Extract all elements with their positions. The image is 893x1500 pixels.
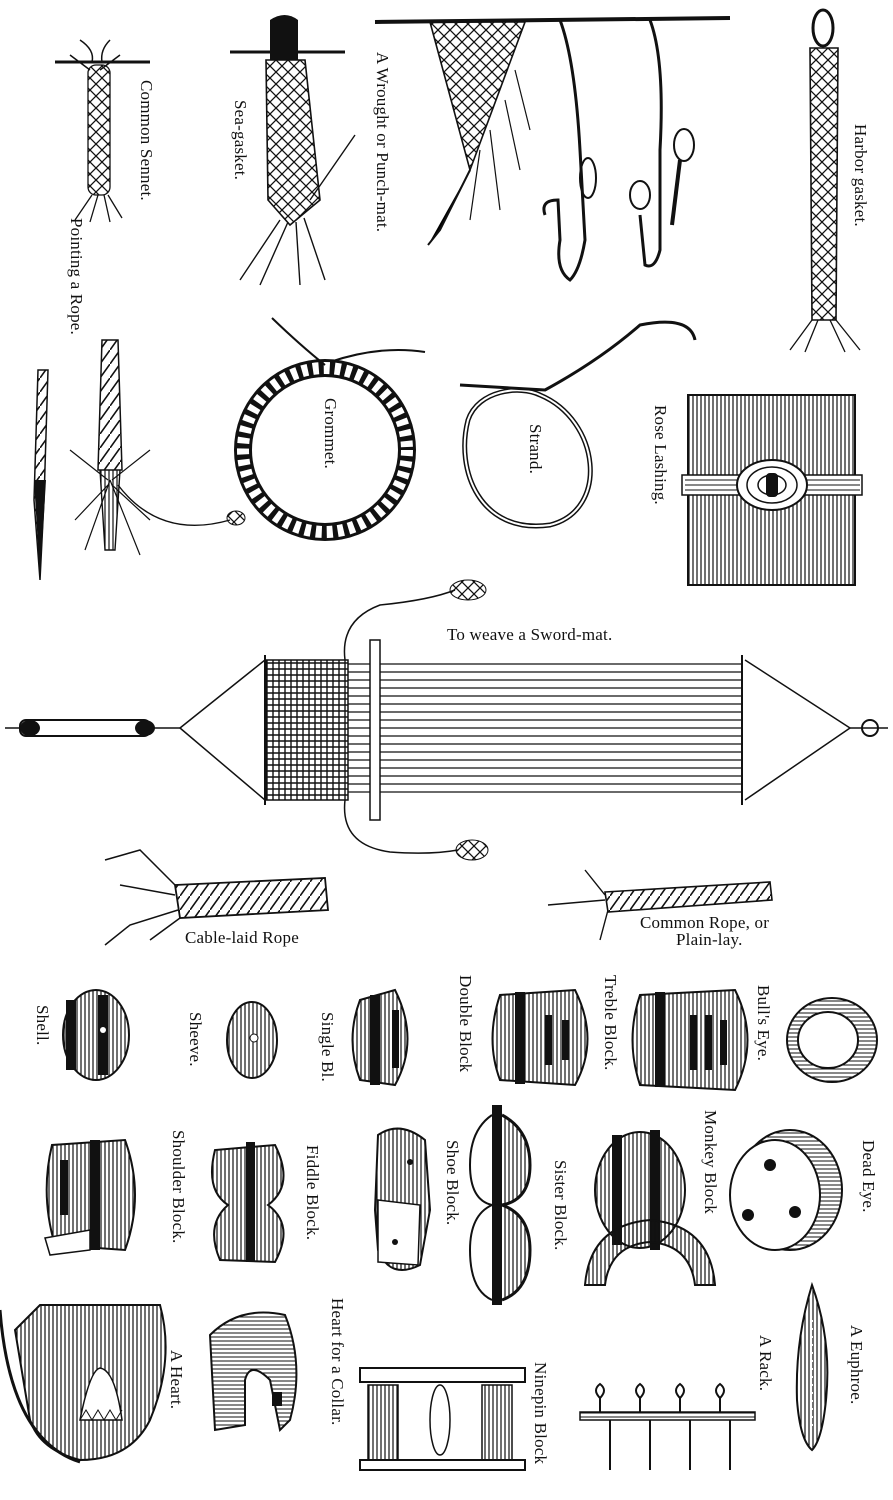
shoulder-block-illustration [44, 1138, 136, 1256]
pointing-rope-illustration [33, 339, 246, 581]
monkey-block-illustration [583, 1130, 717, 1286]
label-shoulder-block: Shoulder Block. [169, 1130, 188, 1244]
grommet-illustration [234, 317, 426, 541]
sheeve-illustration [226, 1001, 278, 1079]
label-sword-mat: To weave a Sword-mat. [447, 625, 613, 644]
rack-illustration [579, 1382, 756, 1470]
label-sheeve: Sheeve. [186, 1012, 205, 1067]
label-harbor-gasket: Harbor gasket. [851, 124, 870, 227]
label-shell: Shell. [33, 1005, 52, 1046]
label-bulls-eye: Bull's Eye. [754, 985, 773, 1062]
heart-illustration [0, 1304, 167, 1464]
common-rope-illustration [547, 869, 773, 941]
bulls-eye-illustration [786, 997, 878, 1083]
label-ninepin-block: Ninepin Block [531, 1362, 550, 1465]
label-punch-mat: A Wrought or Punch-mat. [373, 52, 392, 233]
label-shoe-block: Shoe Block. [443, 1140, 462, 1226]
rose-lashing-illustration [681, 394, 863, 586]
sword-mat-illustration [5, 579, 888, 861]
label-common-rope-line1: Common Rope, or [640, 913, 770, 932]
label-rose-lashing: Rose Lashing. [651, 405, 670, 505]
treble-block-illustration [631, 988, 749, 1092]
label-single-block: Single Bl. [318, 1012, 337, 1083]
label-grommet: Grommet. [321, 398, 340, 470]
label-fiddle-block: Fiddle Block. [303, 1145, 322, 1241]
single-block-illustration [351, 988, 409, 1087]
label-double-block: Double Block [456, 975, 475, 1073]
label-pointing-a-rope: Pointing a Rope. [67, 218, 86, 336]
shell-illustration [62, 989, 130, 1081]
fiddle-block-illustration [211, 1142, 285, 1264]
punch-mat-illustration [374, 16, 731, 282]
label-a-rack: A Rack. [756, 1335, 775, 1392]
common-sennet-illustration [55, 39, 150, 223]
ninepin-block-illustration [359, 1367, 526, 1471]
label-strand: Strand. [526, 424, 545, 475]
double-block-illustration [491, 988, 589, 1087]
shoe-block-illustration [373, 1127, 432, 1271]
label-sister-block: Sister Block. [551, 1160, 570, 1251]
dead-eye-illustration [729, 1129, 843, 1251]
label-dead-eye: Dead Eye. [859, 1140, 878, 1213]
label-treble-block: Treble Block. [601, 975, 620, 1071]
label-cable-laid-rope: Cable-laid Rope [185, 928, 299, 947]
label-common-sennet: Common Sennet. [137, 80, 156, 201]
label-sea-gasket: Sea-gasket. [231, 100, 250, 181]
label-a-heart: A Heart. [167, 1350, 186, 1410]
label-heart-for-collar: Heart for a Collar. [328, 1298, 347, 1426]
label-monkey-block: Monkey Block [701, 1110, 720, 1214]
harbor-gasket-illustration [789, 8, 861, 353]
euphroe-illustration [795, 1281, 829, 1452]
label-a-euphroe: A Euphroe. [847, 1325, 866, 1405]
label-common-rope-line2: Plain-lay. [676, 930, 743, 949]
strand-illustration [459, 320, 697, 529]
sister-block-illustration [468, 1105, 532, 1305]
heart-for-collar-illustration [208, 1311, 298, 1433]
sea-gasket-illustration [230, 15, 356, 286]
cable-laid-rope-illustration [104, 849, 329, 946]
